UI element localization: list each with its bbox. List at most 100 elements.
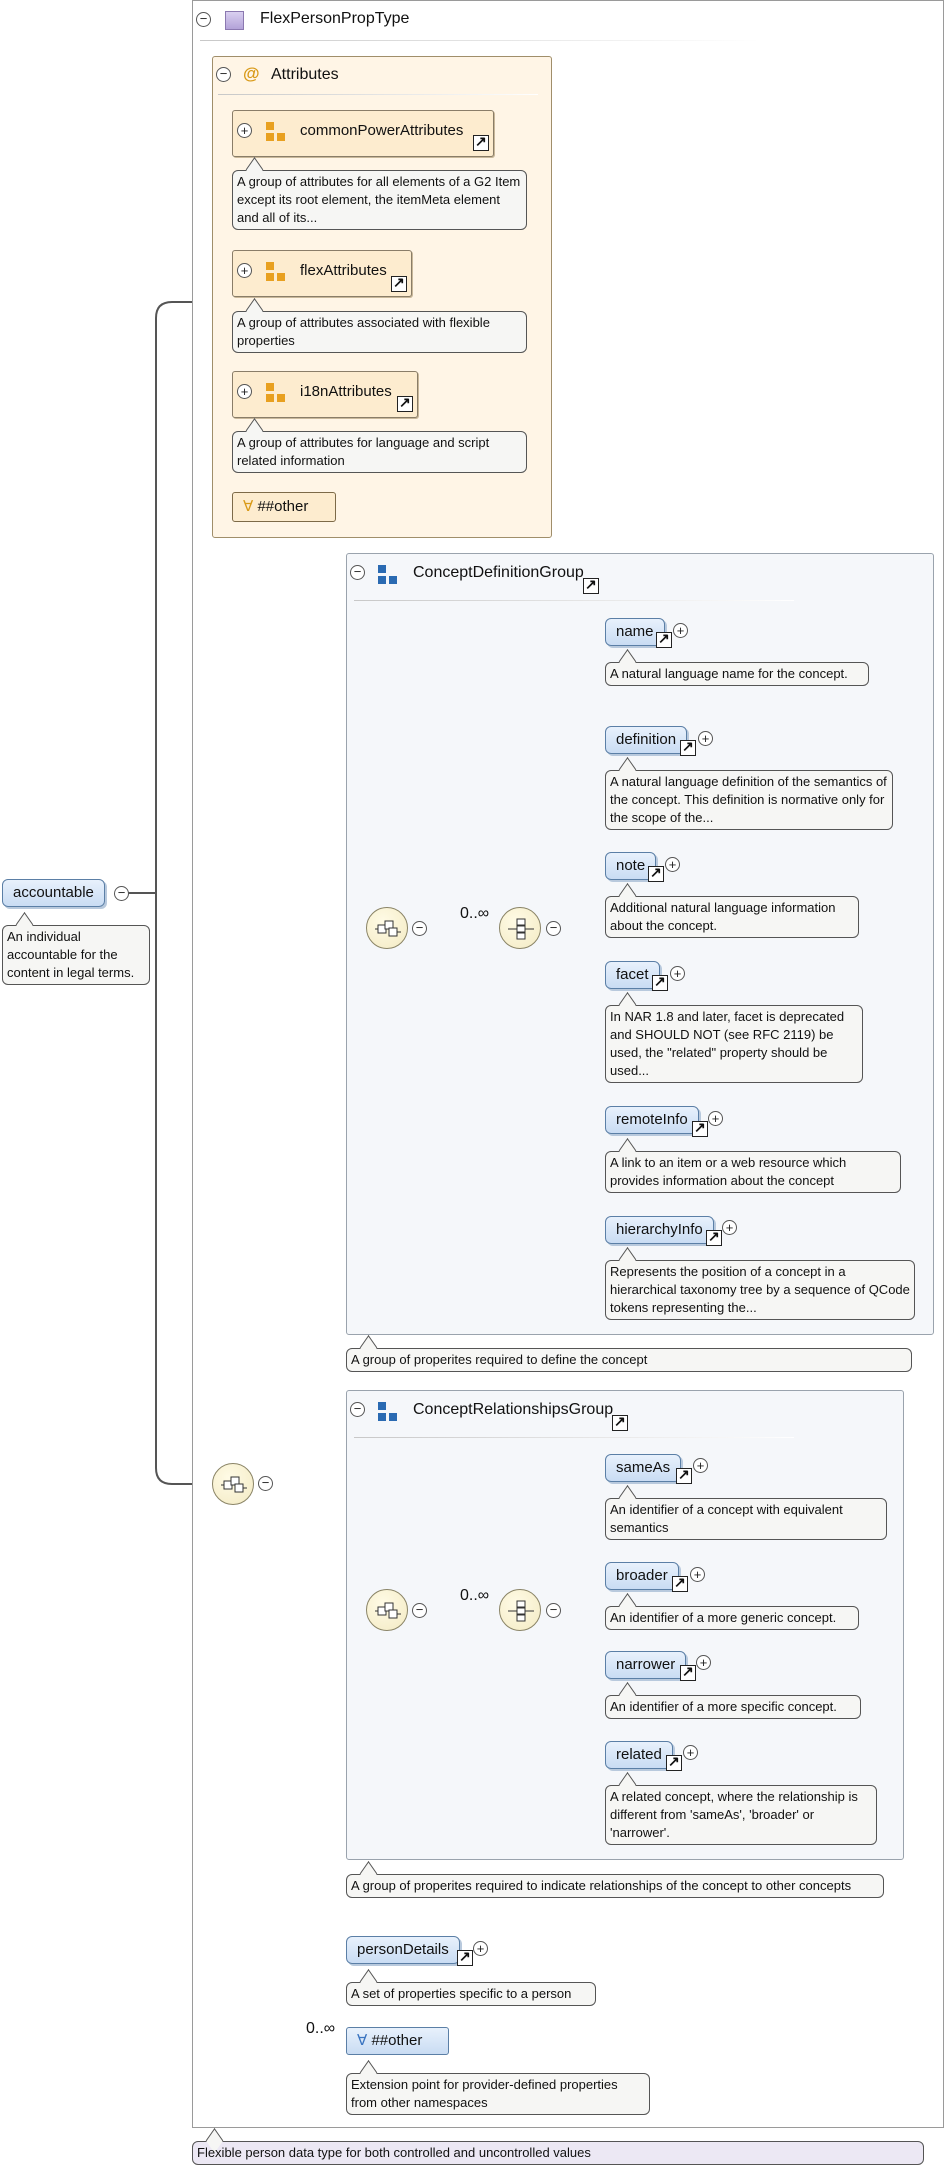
element-same-as[interactable]: sameAs — [605, 1454, 682, 1482]
collapse-group-icon[interactable]: − — [350, 1402, 365, 1417]
attribute-group-icon — [266, 262, 285, 281]
expand-icon[interactable]: + — [696, 1655, 711, 1670]
cardinality: 0..∞ — [460, 1587, 490, 1604]
link-icon[interactable] — [656, 630, 672, 648]
link-icon[interactable] — [680, 1663, 696, 1681]
element-doc: A natural language name for the concept. — [605, 662, 869, 686]
any-element-label: ##other — [371, 2032, 423, 2049]
element-definition[interactable]: definition — [605, 726, 688, 754]
expand-icon[interactable]: + — [673, 623, 688, 638]
expand-icon[interactable]: + — [693, 1458, 708, 1473]
element-person-details[interactable]: personDetails — [346, 1936, 460, 1964]
element-doc: A set of properties specific to a person — [346, 1982, 596, 2006]
collapse-type-icon[interactable]: − — [196, 12, 211, 27]
collapse-sequence-icon[interactable]: − — [546, 921, 561, 936]
expand-common-power-icon[interactable]: + — [237, 123, 252, 138]
expand-icon[interactable]: + — [683, 1745, 698, 1760]
collapse-root-icon[interactable]: − — [114, 886, 129, 901]
group-title: ConceptDefinitionGroup — [413, 564, 584, 581]
element-doc: Extension point for provider-defined pro… — [346, 2073, 650, 2115]
expand-icon[interactable]: + — [698, 731, 713, 746]
link-icon[interactable] — [397, 394, 413, 412]
expand-i18n-icon[interactable]: + — [237, 384, 252, 399]
complex-type-icon — [225, 11, 244, 30]
link-icon[interactable] — [692, 1119, 708, 1137]
element-doc: A related concept, where the relationshi… — [605, 1785, 877, 1845]
attribute-group-doc: A group of attributes associated with fl… — [232, 311, 527, 353]
choice-compositor — [212, 1463, 254, 1505]
attributes-separator — [218, 94, 538, 95]
root-element[interactable]: accountable — [2, 879, 105, 907]
attribute-group-label: flexAttributes — [300, 262, 387, 279]
attribute-group-doc: A group of attributes for all elements o… — [232, 170, 527, 230]
expand-icon[interactable]: + — [690, 1567, 705, 1582]
link-icon[interactable] — [680, 738, 696, 756]
type-separator — [200, 40, 760, 41]
type-doc: Flexible person data type for both contr… — [192, 2141, 924, 2165]
expand-icon[interactable]: + — [708, 1111, 723, 1126]
collapse-sequence-icon[interactable]: − — [546, 1603, 561, 1618]
type-title: FlexPersonPropType — [260, 10, 410, 27]
group-title: ConceptRelationshipsGroup — [413, 1401, 614, 1418]
group-icon — [378, 565, 397, 584]
expand-flex-icon[interactable]: + — [237, 263, 252, 278]
group-separator — [354, 1437, 794, 1438]
element-facet[interactable]: facet — [605, 961, 660, 989]
attribute-at-icon: @ — [243, 64, 260, 83]
element-hierarchy-info[interactable]: hierarchyInfo — [605, 1216, 714, 1244]
expand-icon[interactable]: + — [670, 966, 685, 981]
link-icon[interactable] — [473, 133, 489, 151]
element-doc: In NAR 1.8 and later, facet is deprecate… — [605, 1005, 863, 1083]
element-doc: A natural language definition of the sem… — [605, 770, 893, 830]
expand-icon[interactable]: + — [473, 1941, 488, 1956]
root-element-label: accountable — [13, 884, 94, 901]
root-doc: An individual accountable for the conten… — [2, 925, 150, 985]
element-doc: A link to an item or a web resource whic… — [605, 1151, 901, 1193]
link-icon[interactable] — [706, 1228, 722, 1246]
collapse-group-icon[interactable]: − — [350, 565, 365, 580]
choice-compositor — [366, 1589, 408, 1631]
group-doc: A group of properites required to define… — [346, 1348, 912, 1372]
expand-icon[interactable]: + — [722, 1220, 737, 1235]
element-name[interactable]: name — [605, 618, 665, 646]
link-icon[interactable] — [457, 1948, 473, 1966]
sequence-compositor — [499, 1589, 541, 1631]
wildcard-icon: ∀ — [357, 2032, 372, 2049]
link-icon[interactable] — [676, 1466, 692, 1484]
link-icon[interactable] — [612, 1413, 628, 1431]
element-related[interactable]: related — [605, 1741, 673, 1769]
collapse-attributes-icon[interactable]: − — [216, 67, 231, 82]
element-remote-info[interactable]: remoteInfo — [605, 1106, 699, 1134]
element-narrower[interactable]: narrower — [605, 1651, 687, 1679]
attribute-group-i18n[interactable] — [232, 371, 418, 418]
collapse-choice-icon[interactable]: − — [258, 1476, 273, 1491]
link-icon[interactable] — [391, 274, 407, 292]
element-doc: An identifier of a concept with equivale… — [605, 1498, 887, 1540]
collapse-choice-icon[interactable]: − — [412, 1603, 427, 1618]
cardinality: 0..∞ — [306, 2020, 336, 2037]
element-doc: An identifier of a more specific concept… — [605, 1695, 861, 1719]
attribute-group-icon — [266, 122, 285, 141]
attribute-group-flex[interactable] — [232, 250, 412, 297]
link-icon[interactable] — [652, 973, 668, 991]
group-icon — [378, 1402, 397, 1421]
expand-icon[interactable]: + — [665, 857, 680, 872]
link-icon[interactable] — [583, 576, 599, 594]
link-icon[interactable] — [666, 1753, 682, 1771]
attribute-group-doc: A group of attributes for language and s… — [232, 431, 527, 473]
any-element[interactable]: ∀ ##other — [346, 2027, 449, 2055]
attribute-group-label: i18nAttributes — [300, 383, 392, 400]
wildcard-icon: ∀ — [243, 498, 258, 515]
group-separator — [354, 600, 794, 601]
link-icon[interactable] — [648, 864, 664, 882]
attribute-group-common-power[interactable] — [232, 110, 494, 157]
sequence-compositor — [499, 907, 541, 949]
element-broader[interactable]: broader — [605, 1562, 679, 1590]
any-attribute-label: ##other — [257, 498, 309, 515]
group-doc: A group of properites required to indica… — [346, 1874, 884, 1898]
collapse-choice-icon[interactable]: − — [412, 921, 427, 936]
attribute-group-icon — [266, 383, 285, 402]
element-doc: An identifier of a more generic concept. — [605, 1606, 859, 1630]
any-attribute[interactable]: ∀ ##other — [232, 492, 336, 522]
link-icon[interactable] — [672, 1574, 688, 1592]
